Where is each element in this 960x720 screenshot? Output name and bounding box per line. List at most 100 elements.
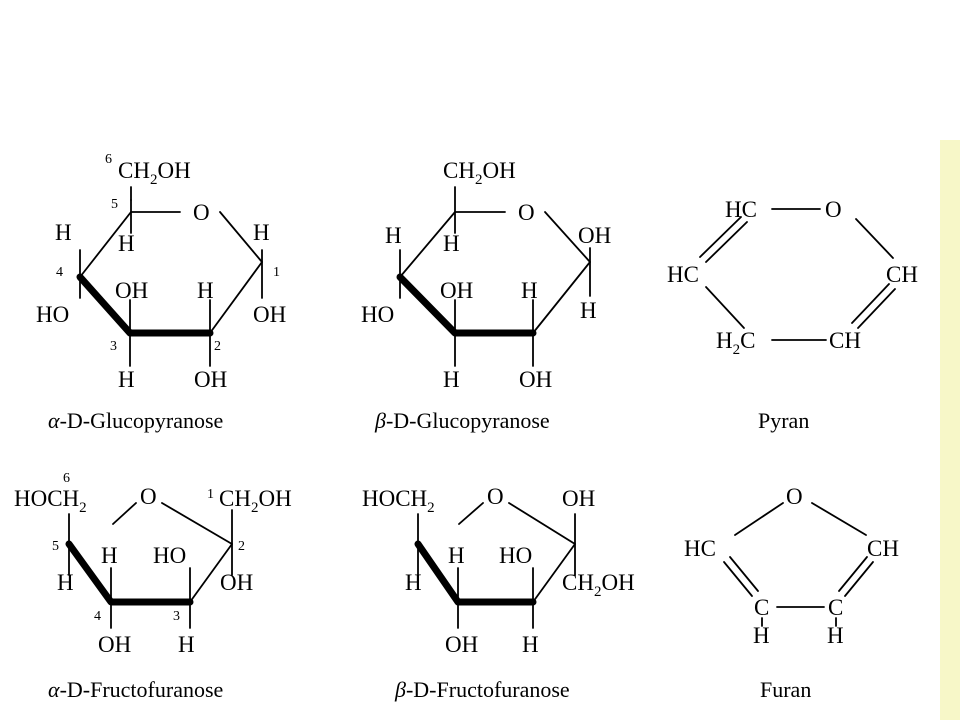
carbon-number: 5: [111, 197, 118, 212]
c-label: C: [828, 595, 843, 620]
caption: α-D-Fructofuranose: [48, 677, 223, 702]
double-bond: [705, 221, 748, 263]
carbon-number: 4: [56, 265, 63, 280]
c-label: C: [754, 595, 769, 620]
h-label: H: [522, 632, 539, 657]
h-label: H: [521, 278, 538, 303]
h-label: H: [443, 367, 460, 392]
ho-label: HO: [153, 543, 186, 568]
hc-label: HC: [684, 536, 716, 561]
h-label: H: [448, 543, 465, 568]
bond: [399, 211, 456, 278]
double-bond: [729, 556, 759, 592]
bond: [112, 502, 137, 525]
ch-label: CH: [886, 262, 918, 287]
h-label: H: [118, 367, 135, 392]
bond: [532, 261, 591, 334]
h-label: H: [405, 570, 422, 595]
bond: [79, 211, 132, 278]
bond: [855, 218, 894, 259]
carbon-number: 2: [214, 339, 221, 354]
alpha-fructofuranose: 6 HOCH2 O 1 CH2OH 5 2 H H HO OH 4 3 OH H…: [14, 471, 292, 702]
double-bond: [723, 561, 753, 597]
ch2oh-label: CH2OH: [443, 158, 516, 188]
oh-label: OH: [220, 570, 253, 595]
bond: [544, 211, 591, 263]
oh-label: OH: [253, 302, 286, 327]
double-bond: [844, 561, 874, 597]
bond: [161, 502, 233, 545]
h-label: H: [753, 623, 770, 648]
h-label: H: [118, 231, 135, 256]
carbon-number: 2: [238, 539, 245, 554]
carbon-number: 6: [105, 152, 112, 167]
ho-label: HO: [361, 302, 394, 327]
bond: [532, 543, 576, 603]
bond: [209, 261, 263, 334]
h-label: H: [385, 223, 402, 248]
h-label: H: [253, 220, 270, 245]
oh-label: OH: [445, 632, 478, 657]
h2c-label: H2C: [716, 328, 755, 358]
bond: [189, 543, 233, 603]
carbon-number: 1: [273, 265, 280, 280]
caption: Furan: [760, 677, 811, 702]
double-bond: [851, 283, 890, 324]
side-stripe: [940, 140, 960, 720]
hc-label: HC: [725, 197, 757, 222]
ring-oxygen: O: [487, 484, 504, 509]
oh-label: OH: [115, 278, 148, 303]
ch2oh-label: CH2OH: [219, 486, 292, 516]
bond: [705, 286, 745, 329]
oh-label: OH: [440, 278, 473, 303]
hoch2-label: HOCH2: [14, 486, 87, 516]
h-label: H: [55, 220, 72, 245]
h-label: H: [197, 278, 214, 303]
caption: β-D-Fructofuranose: [394, 677, 570, 702]
beta-glucopyranose: CH2OH O H H OH HO OH H H H OH β-D-Glucop…: [361, 158, 611, 433]
carbon-number: 1: [207, 487, 214, 502]
ring-oxygen: O: [825, 197, 842, 222]
hc-label: HC: [667, 262, 699, 287]
ho-label: HO: [499, 543, 532, 568]
alpha-glucopyranose: 6 CH2OH 5 O H H H 4 1 HO OH H OH 3 2 H O…: [36, 152, 286, 433]
h-label: H: [57, 570, 74, 595]
double-bond: [838, 556, 868, 592]
h-label: H: [178, 632, 195, 657]
carbon-number: 5: [52, 539, 59, 554]
carbon-number: 4: [94, 609, 101, 624]
oh-label: OH: [562, 486, 595, 511]
carbon-number: 3: [173, 609, 180, 624]
ho-label: HO: [36, 302, 69, 327]
pyran: HC O HC CH H2C CH Pyran: [667, 197, 918, 433]
furan: O HC CH C C H H Furan: [684, 484, 899, 702]
carbon-number: 6: [63, 471, 70, 486]
caption: α-D-Glucopyranose: [48, 408, 223, 433]
beta-fructofuranose: HOCH2 O OH H H HO CH2OH OH H β-D-Fructof…: [362, 484, 635, 702]
h-label: H: [827, 623, 844, 648]
ring-oxygen: O: [518, 200, 535, 225]
oh-label: OH: [578, 223, 611, 248]
ch-label: CH: [829, 328, 861, 353]
oh-label: OH: [519, 367, 552, 392]
ring-oxygen: O: [786, 484, 803, 509]
carbon-number: 3: [110, 339, 117, 354]
double-bond: [699, 216, 742, 258]
bond: [734, 502, 784, 536]
caption: Pyran: [758, 408, 809, 433]
h-label: H: [101, 543, 118, 568]
bond: [219, 211, 263, 263]
h-label: H: [580, 298, 597, 323]
ring-oxygen: O: [193, 200, 210, 225]
ch2oh-label: CH2OH: [118, 158, 191, 188]
oh-label: OH: [98, 632, 131, 657]
ring-oxygen: O: [140, 484, 157, 509]
double-bond: [857, 288, 896, 329]
bond: [458, 502, 484, 525]
bond: [811, 502, 867, 536]
caption: β-D-Glucopyranose: [374, 408, 550, 433]
bond: [508, 502, 576, 545]
h-label: H: [443, 231, 460, 256]
